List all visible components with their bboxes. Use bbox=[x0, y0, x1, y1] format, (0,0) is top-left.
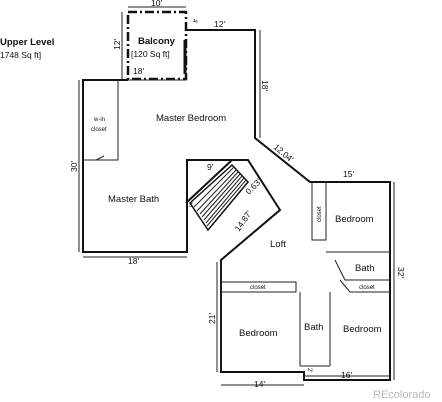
vertical-closet bbox=[311, 182, 327, 241]
dim-master-bath-bottom: 18' bbox=[128, 256, 139, 266]
closet-bath-label: closet bbox=[359, 285, 375, 291]
closet-label-line1: w-in bbox=[93, 117, 105, 123]
room-bath-south: Bath bbox=[304, 322, 324, 333]
closet-loft-label: closet bbox=[250, 285, 266, 291]
watermark: REcolorado bbox=[373, 389, 430, 401]
room-master-bath: Master Bath bbox=[108, 194, 159, 205]
balcony-area: [120 Sq ft] bbox=[131, 49, 170, 59]
closet-vertical-label: closet bbox=[317, 206, 323, 222]
bath-closet-wall bbox=[339, 279, 390, 293]
dim-east-top: 15' bbox=[343, 169, 354, 179]
room-master-bedroom: Master Bedroom bbox=[156, 113, 226, 124]
dim-stair-side: 3' bbox=[189, 203, 193, 209]
room-bedroom-east: Bedroom bbox=[335, 214, 374, 225]
dim-stair-top: 9' bbox=[207, 162, 214, 172]
room-bedroom-southeast: Bedroom bbox=[343, 324, 382, 335]
dim-balcony-top: 10' bbox=[151, 0, 162, 8]
dim-right-upper: 18' bbox=[260, 80, 270, 91]
bath-east-wall bbox=[334, 259, 390, 281]
room-bath-east: Bath bbox=[355, 263, 375, 274]
dim-bottom-mid: 2' bbox=[306, 368, 312, 372]
room-bedroom-southwest: Bedroom bbox=[239, 328, 278, 339]
balcony bbox=[126, 10, 188, 81]
balcony-label: Balcony bbox=[138, 36, 176, 47]
level-title: Upper Level bbox=[0, 37, 54, 48]
room-loft: Loft bbox=[270, 239, 286, 250]
staircase bbox=[185, 159, 250, 232]
walk-in-closet-walls bbox=[83, 80, 119, 161]
dim-top-right: 12' bbox=[214, 19, 225, 29]
dim-balcony-side: 4' bbox=[191, 19, 197, 23]
dim-left-side: 30' bbox=[69, 161, 79, 172]
level-area: 1748 Sq ft] bbox=[0, 50, 41, 60]
dim-stair-diagonal: 14.87' bbox=[232, 208, 254, 233]
dim-right-east: 32' bbox=[396, 267, 406, 278]
dim-balcony-left: 12' bbox=[112, 39, 122, 50]
dim-balcony-bottom: 18' bbox=[133, 66, 144, 76]
dim-bottom-right: 16' bbox=[341, 370, 352, 380]
dim-left-lower: 21' bbox=[207, 313, 217, 324]
closet-label-line2: closet bbox=[91, 127, 107, 133]
dim-bottom-left: 14' bbox=[254, 379, 265, 389]
loft-closet bbox=[222, 281, 297, 293]
closet-door-mark bbox=[95, 155, 105, 161]
